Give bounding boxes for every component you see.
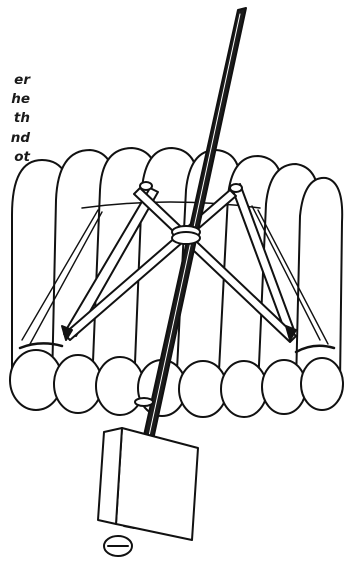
log-end [221, 361, 267, 417]
mast-binding [135, 398, 153, 406]
log-end [96, 357, 144, 415]
log-end [54, 355, 102, 413]
mast-binding [172, 232, 200, 244]
log-end [179, 361, 227, 417]
log [296, 178, 342, 384]
raft-logs [12, 148, 342, 390]
brace-end [230, 184, 242, 192]
rudder-blade [116, 428, 198, 540]
log-end [262, 360, 306, 414]
brace-end [140, 182, 152, 190]
log-end [301, 358, 343, 410]
